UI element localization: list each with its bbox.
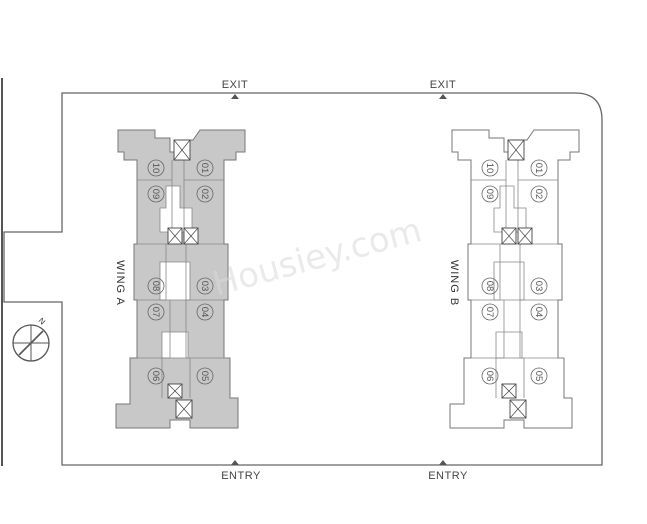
stair-lift-core-icon [173, 139, 191, 161]
unit-marker: 04 [530, 303, 548, 321]
courtyard-void [159, 261, 191, 301]
courtyard-void [493, 261, 525, 301]
exit-label-1: EXIT [222, 79, 248, 91]
entry-label-2: ENTRY [428, 470, 468, 482]
unit-number: 04 [533, 307, 544, 318]
unit-marker: 10 [481, 159, 499, 177]
exit-marker-1: EXIT [222, 79, 248, 99]
entry-label-1: ENTRY [221, 470, 261, 482]
unit-number: 03 [199, 281, 210, 292]
unit-number: 02 [533, 189, 544, 200]
stair-lift-core-icon [517, 227, 533, 245]
watermark: Housiey.com [208, 210, 426, 304]
unit-number: 07 [150, 307, 161, 318]
unit-marker: 09 [481, 185, 499, 203]
unit-number: 09 [484, 189, 495, 200]
unit-number: 05 [199, 371, 210, 382]
unit-number: 10 [150, 163, 161, 174]
unit-number: 06 [150, 371, 161, 382]
site-boundary [3, 92, 603, 466]
wing-label: WING A [114, 260, 126, 306]
unit-number: 08 [150, 281, 161, 292]
unit-number: 05 [533, 371, 544, 382]
compass-north-label: N [37, 316, 48, 327]
unit-marker: 06 [481, 367, 499, 385]
unit-number: 08 [484, 281, 495, 292]
unit-marker: 02 [530, 185, 548, 203]
unit-number: 09 [150, 189, 161, 200]
compass-icon: N [12, 316, 50, 362]
unit-marker: 05 [530, 367, 548, 385]
unit-marker: 10 [147, 159, 165, 177]
unit-number: 10 [484, 163, 495, 174]
unit-marker: 07 [481, 303, 499, 321]
unit-marker: 06 [147, 367, 165, 385]
unit-marker: 01 [196, 159, 214, 177]
stair-lift-core-icon [167, 383, 183, 399]
unit-number: 03 [533, 281, 544, 292]
unit-marker: 08 [481, 277, 499, 295]
stair-lift-core-icon [167, 227, 183, 245]
courtyard-void [495, 331, 523, 359]
stair-lift-core-icon [501, 227, 517, 245]
unit-number: 07 [484, 307, 495, 318]
unit-marker: 04 [196, 303, 214, 321]
unit-number: 01 [199, 163, 210, 174]
entry-marker-1: ENTRY [221, 460, 261, 482]
courtyard-void [161, 331, 189, 359]
stair-lift-core-icon [183, 227, 199, 245]
unit-marker: 03 [530, 277, 548, 295]
unit-number: 04 [199, 307, 210, 318]
stair-lift-core-icon [501, 383, 517, 399]
exit-label-2: EXIT [430, 79, 456, 91]
stair-lift-core-icon [509, 399, 527, 419]
unit-number: 02 [199, 189, 210, 200]
unit-marker: 07 [147, 303, 165, 321]
unit-marker: 02 [196, 185, 214, 203]
unit-number: 06 [484, 371, 495, 382]
unit-marker: 09 [147, 185, 165, 203]
wing-label: WING B [448, 260, 460, 306]
unit-marker: 08 [147, 277, 165, 295]
unit-marker: 03 [196, 277, 214, 295]
exit-marker-2: EXIT [430, 79, 456, 99]
entry-marker-2: ENTRY [428, 460, 468, 482]
stair-lift-core-icon [507, 139, 525, 161]
stair-lift-core-icon [175, 399, 193, 419]
unit-marker: 01 [530, 159, 548, 177]
unit-number: 01 [533, 163, 544, 174]
unit-marker: 05 [196, 367, 214, 385]
